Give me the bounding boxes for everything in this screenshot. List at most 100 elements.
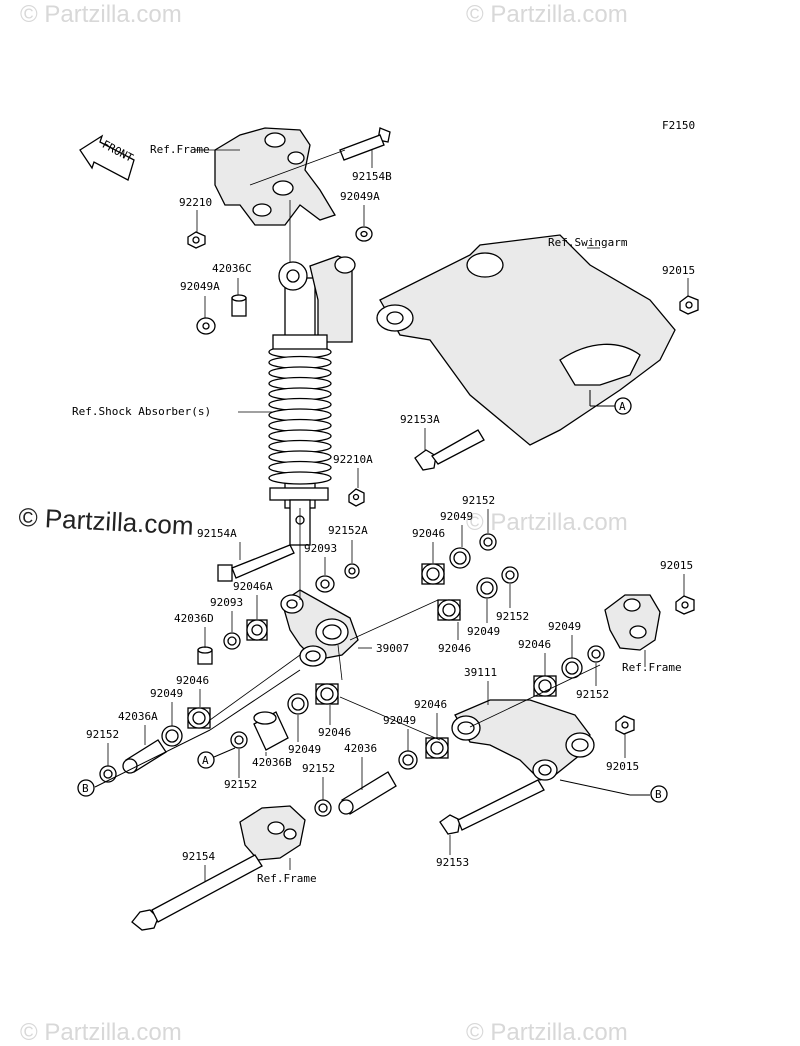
washer-92152-left (99, 765, 117, 783)
shock-absorber (268, 255, 356, 546)
label-39007: 39007 (376, 642, 409, 655)
callout-a-text-1: A (619, 400, 626, 413)
label-92093-mid: 92093 (210, 596, 243, 609)
watermark-middle: © Partzilla.com (18, 502, 195, 541)
label-92046-b: 92046 (318, 726, 351, 739)
watermark-top-left: © Partzilla.com (20, 1, 182, 28)
collar-42036a (122, 739, 167, 774)
label-92046-right: 92046 (518, 638, 551, 651)
nut-92015-right (675, 595, 695, 615)
label-92154: 92154 (182, 850, 215, 863)
label-92152-b: 92152 (224, 778, 257, 791)
ref-frame-right: Ref.Frame (622, 661, 682, 674)
label-92154b: 92154B (352, 170, 392, 183)
bearing-92046-b (315, 683, 339, 705)
callout-b-text-2: B (655, 788, 662, 801)
ref-shock-absorber: Ref.Shock Absorber(s) (72, 405, 211, 418)
nut-92210 (187, 231, 206, 249)
link-39007 (280, 589, 359, 667)
label-92154a: 92154A (197, 527, 237, 540)
washer-92152-b (230, 731, 248, 749)
label-39111: 39111 (464, 666, 497, 679)
collar-42036 (338, 771, 397, 815)
callout-b-left: B (77, 779, 95, 797)
callout-b-rocker: B (650, 785, 668, 803)
washer-92152a (344, 563, 360, 579)
label-42036b: 42036B (252, 756, 292, 769)
seal-92093-mid (223, 632, 241, 650)
callout-b-text-1: B (82, 782, 89, 795)
seal-92049-mid (476, 577, 498, 599)
bearing-92046-left (187, 707, 211, 729)
label-92015-right: 92015 (660, 559, 693, 572)
label-92152-top: 92152 (462, 494, 495, 507)
label-92152-right: 92152 (576, 688, 609, 701)
seal-92093-top (315, 575, 335, 593)
label-42036d: 42036D (174, 612, 214, 625)
seal-92049-top (449, 547, 471, 569)
washer-92049a-left (196, 317, 216, 335)
label-92093-top: 92093 (304, 542, 337, 555)
watermark-mid-faint: © Partzilla.com (466, 509, 628, 536)
collar-42036d (197, 646, 213, 665)
bolt-92154a (217, 544, 295, 582)
label-92049-b: 92049 (288, 743, 321, 756)
label-92015-top: 92015 (662, 264, 695, 277)
seal-92049-left (161, 725, 183, 747)
washer-92152-top (479, 533, 497, 551)
washer-92049a-top (355, 226, 373, 242)
collar-42036c (231, 294, 247, 317)
washer-92152-mid (501, 566, 519, 584)
collar-42036b (253, 711, 289, 751)
seal-92049-right (561, 657, 583, 679)
label-92153: 92153 (436, 856, 469, 869)
label-92049-left: 92049 (150, 687, 183, 700)
bearing-92046-lower (425, 737, 449, 759)
frame-bracket-bottom (239, 805, 306, 861)
frame-bracket-right (604, 594, 661, 651)
bolt-92154b (339, 127, 391, 161)
nut-92210a (348, 488, 365, 507)
label-92049-lower: 92049 (383, 714, 416, 727)
callout-a-swingarm: A (614, 397, 632, 415)
label-92049-top: 92049 (440, 510, 473, 523)
label-92152a: 92152A (328, 524, 368, 537)
bearing-92046a (246, 619, 268, 641)
label-92153a: 92153A (400, 413, 440, 426)
label-92152-c: 92152 (302, 762, 335, 775)
label-92049-mid: 92049 (467, 625, 500, 638)
bearing-92046-mid (437, 599, 461, 621)
front-arrow-icon: FRONT (79, 134, 136, 181)
bolt-92154 (131, 854, 263, 931)
bolt-92153a (414, 429, 485, 471)
shock-spring (268, 345, 332, 485)
bearing-92046-right (533, 675, 557, 697)
label-92049a-top: 92049A (340, 190, 380, 203)
watermark-bottom-left: © Partzilla.com (20, 1019, 182, 1046)
ref-frame-top: Ref.Frame (150, 143, 210, 156)
watermark-top-right: © Partzilla.com (466, 1, 628, 28)
label-92046a: 92046A (233, 580, 273, 593)
callout-a-text-2: A (202, 754, 209, 767)
seal-92049-lower (398, 750, 418, 770)
seal-92049-b (287, 693, 309, 715)
bearing-92046-top (421, 563, 445, 585)
label-92152-mid: 92152 (496, 610, 529, 623)
nut-92015-bottom (615, 715, 635, 735)
nut-92015-top (679, 295, 699, 315)
label-92210a: 92210A (333, 453, 373, 466)
label-92049a-left: 92049A (180, 280, 220, 293)
swingarm (376, 234, 676, 446)
watermark-bottom-right: © Partzilla.com (466, 1019, 628, 1046)
frame-bracket-top (214, 127, 336, 226)
label-92210: 92210 (179, 196, 212, 209)
figure-code: F2150 (662, 119, 695, 132)
label-42036: 42036 (344, 742, 377, 755)
rocker-arm-39111 (451, 699, 595, 781)
bolt-92153 (439, 779, 545, 835)
label-92046-mid: 92046 (438, 642, 471, 655)
label-92049-right: 92049 (548, 620, 581, 633)
washer-92152-c (314, 799, 332, 817)
label-42036c: 42036C (212, 262, 252, 275)
